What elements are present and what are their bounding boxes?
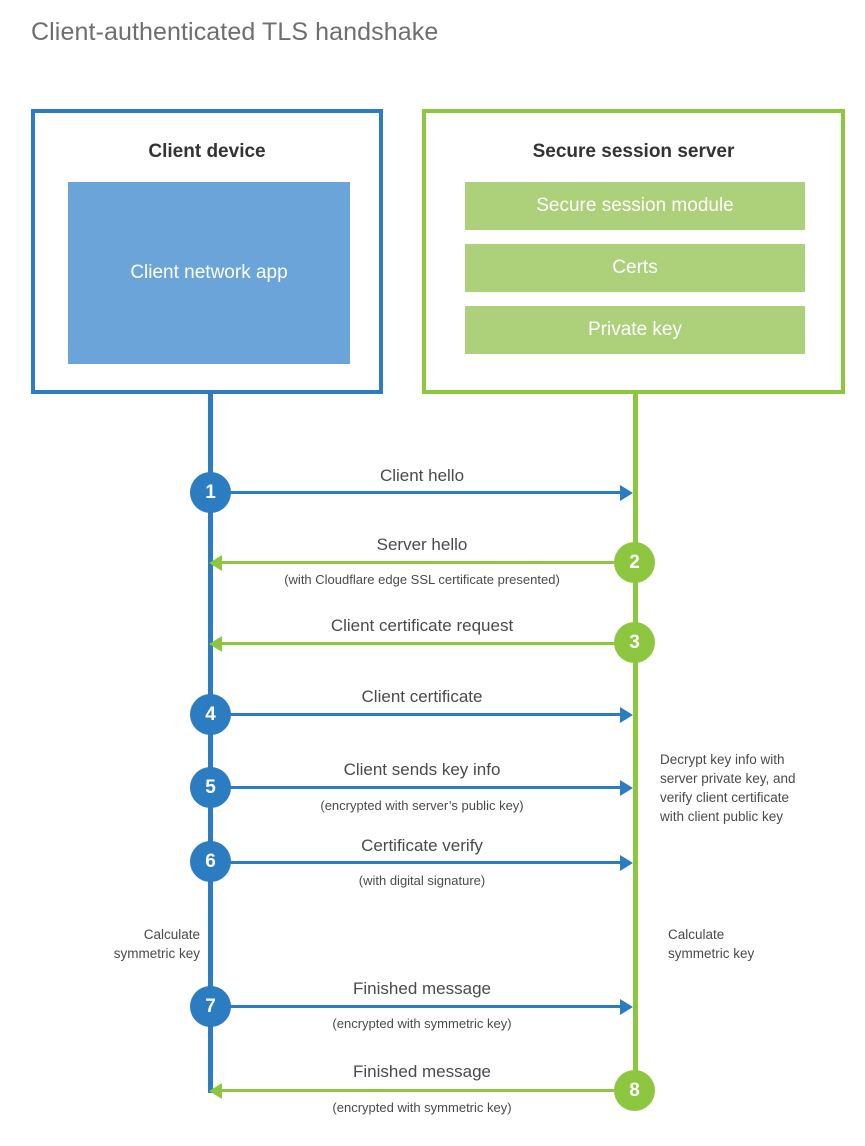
note-server-decrypt-line-2: server private key, and	[660, 771, 796, 786]
arrowhead-right-icon	[620, 707, 633, 723]
message-label-1: Client hello	[379, 466, 465, 485]
step-badge-7: 7	[190, 986, 231, 1027]
message-line-6	[210, 861, 622, 864]
arrowhead-right-icon	[620, 780, 633, 796]
arrowhead-right-icon	[620, 999, 633, 1015]
client-device-title: Client device	[148, 141, 266, 162]
note-calc-server-line-1: Calculate	[668, 927, 725, 942]
message-sublabel-2: (with Cloudflare edge SSL certificate pr…	[284, 572, 560, 587]
message-label-5: Client sends key info	[343, 760, 501, 779]
note-server-decrypt: Decrypt key info with server private key…	[660, 750, 850, 826]
message-label-3: Client certificate request	[330, 616, 514, 635]
message-line-8	[222, 1089, 634, 1092]
message-sublabel-8: (encrypted with symmetric key)	[332, 1100, 512, 1115]
note-calc-client-line-2: symmetric key	[113, 946, 200, 961]
message-sublabel-5: (encrypted with server’s public key)	[320, 798, 524, 813]
server-component-certs: Certs	[465, 244, 805, 292]
arrowhead-left-icon	[209, 1083, 222, 1099]
message-line-3	[222, 642, 634, 645]
note-calc-server-line-2: symmetric key	[668, 946, 755, 961]
server-component-secure-session-module: Secure session module	[465, 182, 805, 230]
message-line-4	[210, 713, 622, 716]
secure-session-server-title: Secure session server	[532, 141, 735, 162]
note-server-decrypt-line-4: with client public key	[660, 809, 784, 824]
lifeline-server	[633, 394, 638, 1093]
message-label-4: Client certificate	[361, 687, 483, 706]
client-network-app-block: Client network app	[68, 182, 350, 364]
step-badge-1: 1	[190, 472, 231, 513]
step-badge-4: 4	[190, 694, 231, 735]
note-server-decrypt-line-1: Decrypt key info with	[660, 752, 785, 767]
arrowhead-left-icon	[209, 636, 222, 652]
actor-box-secure-session-server: Secure session server Secure session mod…	[422, 109, 845, 394]
arrowhead-right-icon	[620, 485, 633, 501]
step-badge-3: 3	[614, 622, 655, 663]
message-line-2	[222, 561, 634, 564]
note-calc-client-line-1: Calculate	[143, 927, 200, 942]
note-calculate-symmetric-key-client: Calculate symmetric key	[40, 925, 200, 963]
message-label-8: Finished message	[353, 1062, 491, 1081]
arrowhead-left-icon	[209, 555, 222, 571]
step-badge-5: 5	[190, 767, 231, 808]
message-line-1	[210, 491, 622, 494]
actor-box-client-device: Client device Client network app	[31, 109, 383, 394]
arrowhead-right-icon	[620, 855, 633, 871]
note-calculate-symmetric-key-server: Calculate symmetric key	[668, 925, 838, 963]
note-server-decrypt-line-3: verify client certificate	[660, 790, 790, 805]
lifeline-client	[208, 394, 213, 1093]
step-badge-2: 2	[614, 542, 655, 583]
server-component-private-key: Private key	[465, 306, 805, 354]
message-label-6: Certificate verify	[361, 836, 483, 855]
message-line-7	[210, 1005, 622, 1008]
message-label-7: Finished message	[353, 979, 491, 998]
message-label-2: Server hello	[376, 535, 468, 554]
page-title: Client-authenticated TLS handshake	[31, 18, 439, 46]
step-badge-6: 6	[190, 841, 231, 882]
message-sublabel-7: (encrypted with symmetric key)	[332, 1016, 512, 1031]
message-line-5	[210, 786, 622, 789]
message-sublabel-6: (with digital signature)	[358, 873, 486, 888]
step-badge-8: 8	[614, 1070, 655, 1111]
